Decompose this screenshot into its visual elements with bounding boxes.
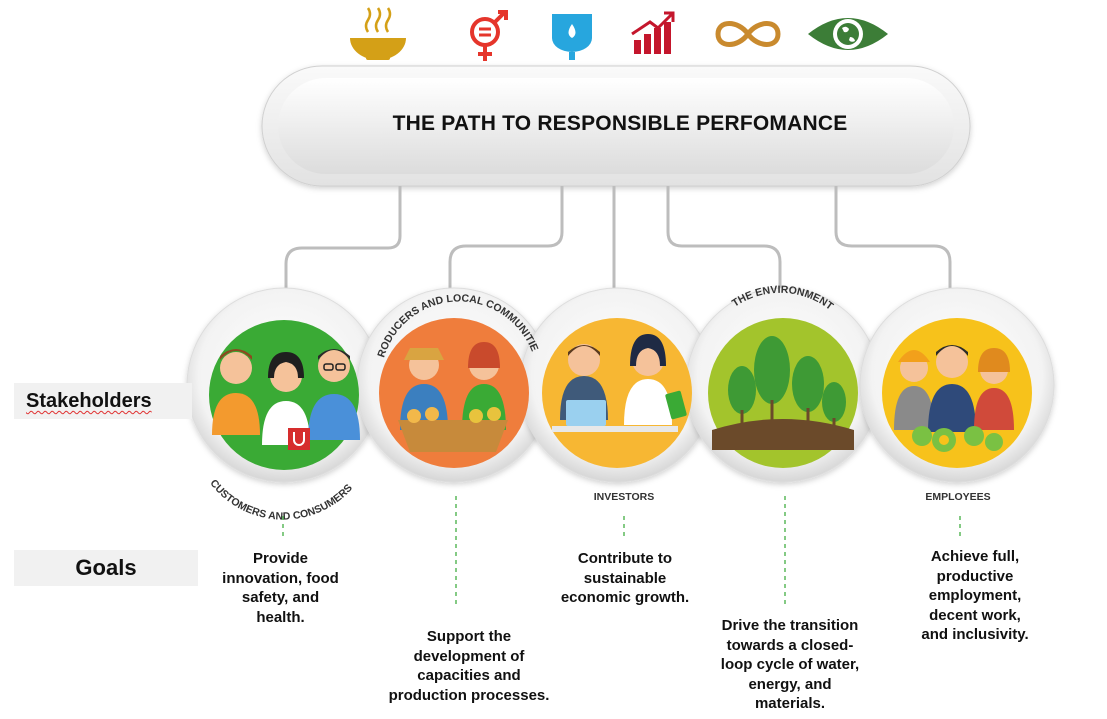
goal-line: sustainable [583,569,667,587]
bowl-icon [350,7,406,60]
goal-line: Contribute to [577,550,673,567]
goal-line: Achieve full, [930,548,1020,565]
goal-line: economic growth. [560,589,690,606]
goal-line: development of [413,647,525,665]
connector-lines [284,186,952,292]
goal-line: Provide [252,550,309,567]
goal-line: safety, and [241,589,320,606]
earth-eye-icon [808,18,888,50]
customers-illustration [209,320,360,470]
producers-illustration [379,318,529,468]
goal-line: loop cycle of water, [720,656,860,673]
gender-equality-icon [470,10,508,61]
goal-line: and inclusivity. [921,626,1029,643]
goal-leader-lines [282,496,961,608]
goal-line: health. [256,608,305,626]
title-banner [261,65,971,187]
goal-line: production processes. [388,686,550,704]
goal-line: energy, and [748,675,832,693]
goal-customers: Provide innovation, food safety, and health… [198,549,363,627]
label-employees: EMPLOYEES [925,491,990,503]
goal-investors: Contribute to sustainable economic growth. [535,549,715,608]
clean-water-icon [552,14,592,60]
page-title: THE PATH TO RESPONSIBLE PERFOMANCE [392,112,848,135]
goal-line: productive [936,567,1014,585]
goal-producers: Support the development of capacities and p… [374,627,564,705]
goal-line: innovation, food [222,569,339,587]
label-customers: CUSTOMERS AND CONSUMERS [207,477,354,522]
goal-line: materials. [754,695,826,712]
goal-line: employment, [928,587,1022,604]
goal-line: towards a closed- [726,636,854,654]
goal-line: Drive the transition [721,617,859,634]
environment-illustration [708,318,858,468]
investors-illustration [542,318,692,468]
stakeholders-label: Stakeholders [14,383,192,419]
goal-line: decent work, [929,606,1021,624]
goal-line: capacities and [417,667,521,684]
goals-label: Goals [14,550,198,586]
goal-environment: Drive the transition towards a closed-loo… [690,616,890,714]
goal-line: Support the [426,628,512,645]
infinity-icon [715,21,781,47]
label-investors: INVESTORS [594,491,655,503]
goal-employees: Achieve full, productive employment, decent… [895,547,1055,645]
growth-chart-icon [631,11,675,54]
employees-illustration [882,318,1032,468]
